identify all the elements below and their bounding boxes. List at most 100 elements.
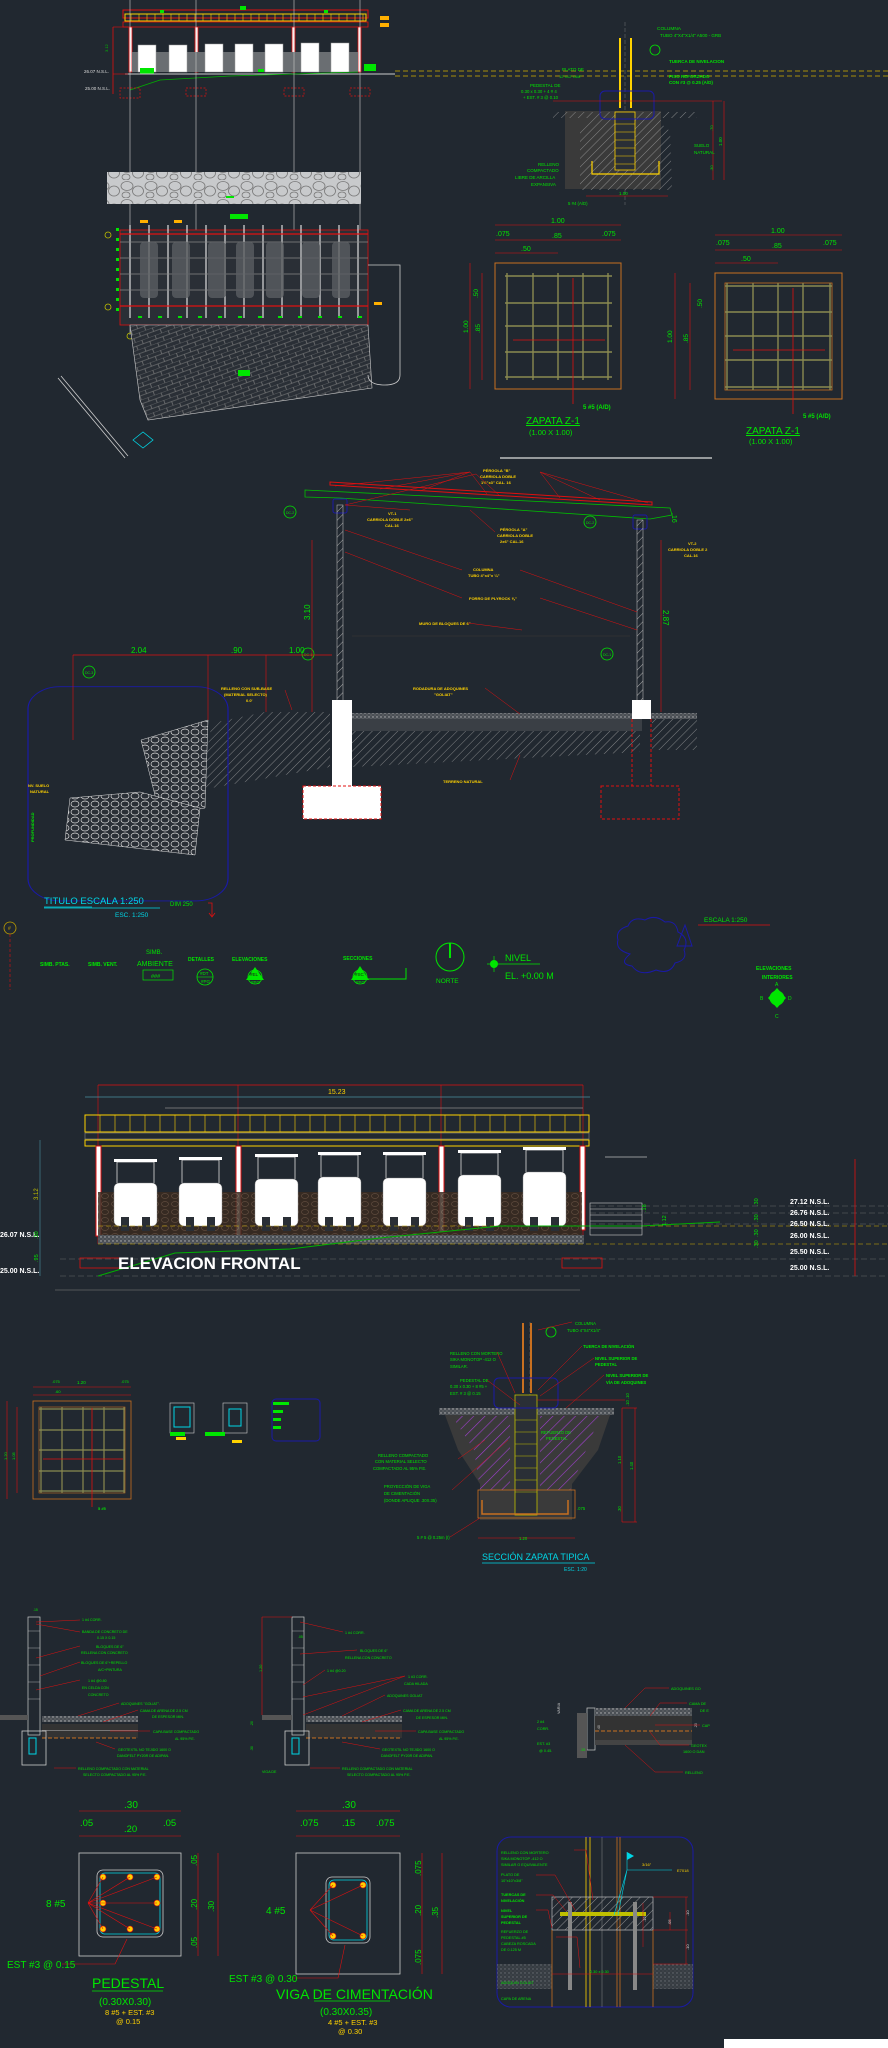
annotation-label: .30 (754, 1198, 760, 1206)
annotation-label: .12 (642, 1916, 647, 1922)
annotation-label: 1 #4 @0.80 (88, 1679, 107, 1683)
annotation-label: DE CIMENTACIÓN (384, 1491, 420, 1496)
annotation-label: COLUMNA (575, 1321, 596, 1326)
annotation-label: INTERIORES (762, 975, 793, 981)
annotation-label: COLUMNA (657, 26, 682, 32)
annotation-label: 5 #5 (A/D) (803, 414, 831, 420)
annotation-label: CAMA DE (689, 1702, 707, 1706)
annotation-label: #SC (355, 972, 365, 977)
annotation-label: .85 (475, 324, 482, 333)
annotation-label: 0.30 x 0.30 (590, 1970, 609, 1974)
annotation-label: PROFUNDIDAD (30, 812, 35, 842)
annotation-label: DANOFELT PY20R DE ADIPAN. (117, 1754, 169, 1758)
detalle-placa-base: 0.30 x 0.30 3/16" E7018 RELLENO CON MORT… (496, 1836, 888, 2048)
annotation-label: .30 (342, 1800, 356, 1811)
annotation-label: 4 #5 + EST. #3 (328, 2018, 377, 2027)
annotation-label: BLOQUES DE 6"+REPELLO (81, 1661, 128, 1665)
annotation-label: DANOFELT PY20R DE ADIPAN. (381, 1754, 433, 1758)
annotation-label: ### (151, 974, 161, 980)
annotation-label: D (788, 996, 792, 1002)
level-label: 26.07 N.S.L. (84, 69, 109, 74)
annotation-label: SECCIONES (343, 956, 373, 962)
annotation-label: .30 (754, 1240, 760, 1248)
annotation-label: 1 #3 CORR. (408, 1675, 428, 1679)
annotation-label: PÉRGOLA "B" (483, 468, 511, 473)
plan-top-section: 3.12 26.07 N.S.L. 25.00 N.S.L. (57, 0, 888, 459)
annotation-label: BLOQUES DE 6" (360, 1649, 388, 1653)
annotation-label: .30 (709, 165, 714, 171)
annotation-label: .075 (716, 240, 730, 247)
legend: TITULO ESCALA 1:250 ESC. 1:250 DIM 250 #… (3, 896, 793, 1020)
annotation-label: .05 (80, 1818, 93, 1829)
zapata-z1-right: 1.00 .075 .85 .075 .50 1.00 .85 .50 5 #5… (667, 228, 843, 446)
annotation-label: 1600 O DAN (683, 1750, 705, 1754)
annotation-label: # (8, 926, 11, 932)
annotation-label: TERRENO NATURAL (443, 779, 483, 784)
annotation-label: PISO REFORZADO (669, 74, 710, 79)
annotation-label: .05 (298, 1635, 303, 1639)
annotation-label: (1.00 X 1.00) (749, 437, 793, 446)
annotation-label: .10 .10 (625, 1393, 630, 1406)
annotation-label: 5 #4 (A/D) (568, 201, 588, 206)
annotation-label: 4 #5 (266, 1906, 286, 1917)
annotation-label: DC-2 (286, 511, 294, 515)
annotation-label: 1½"x3" CAL. 16 (481, 480, 512, 485)
annotation-label: EST. # 3 @ 0.15 (450, 1391, 481, 1396)
annotation-label: (0.30X0.35) (320, 2007, 372, 2018)
annotation-label: 1.00 (619, 191, 628, 196)
annotation-label: EL. +0.00 M (505, 971, 554, 981)
annotation-label: RELLENO COMPACTADO (378, 1453, 429, 1458)
annotation-label: ADOQUINES GO (671, 1687, 701, 1691)
annotation-label: TUBO 4"X4"X1/4" (567, 1328, 601, 1333)
annotation-label: @ 0.30 (338, 2027, 362, 2036)
annotation-label: 26.07 N.S.L. (0, 1232, 39, 1239)
annotation-label: #DT (200, 971, 209, 976)
annotation-label: PÉRGOLA "A" (500, 527, 528, 532)
annotation-label: ESCALA 1:250 (704, 917, 748, 924)
annotation-label: EXPANSIVA (531, 182, 556, 187)
annotation-label: .30 (124, 1800, 138, 1811)
annotation-label: 1.20 (259, 1665, 263, 1672)
annotation-label: CARRIOLA DOBLE (480, 474, 516, 479)
annotation-label: .075 (414, 1949, 423, 1965)
annotation-label: .05 (667, 1919, 672, 1925)
annotation-label: CAPA DE ARENA (501, 1997, 532, 2001)
annotation-label: CAL.16 (684, 553, 699, 558)
annotation-label: EN CELDA CON (82, 1686, 109, 1690)
annotation-label: .075 (52, 1379, 61, 1384)
annotation-label: .50 (741, 256, 751, 263)
annotation-label: C (775, 1014, 779, 1020)
annotation-label: @ 0.15 (116, 2017, 140, 2026)
zapata-title: ZAPATA Z-1 (746, 426, 800, 437)
annotation-label: .075 (300, 1818, 319, 1829)
annotation-label: SIMB. VENT. (88, 962, 118, 968)
annotation-label: DC-1 (603, 653, 611, 657)
annotation-label: SELECTO COMPACTADO AL 95% P.E. (347, 1773, 411, 1777)
annotation-label: 1.40 (629, 1461, 634, 1470)
annotation-label: DC-2 (586, 521, 594, 525)
annotation-label: .15 (580, 1748, 585, 1752)
annotation-label: .18 (642, 1204, 648, 1212)
annotation-label: AL 95% P.E. (439, 1737, 459, 1741)
annotation-label: VIGA DE (262, 1770, 277, 1774)
pedestal-title: PEDESTAL (92, 1975, 164, 1991)
annotation-label: ESC. 1:250 (115, 912, 149, 919)
annotation-label: 2.04 (131, 646, 147, 655)
annotation-label: REFUERZO DE (501, 1930, 529, 1934)
annotation-label: 8 #5 (46, 1899, 66, 1910)
section-title: SECCIÓN ZAPATA TIPICA (482, 1552, 589, 1562)
annotation-label: RELLENO CON SUB-BASE (221, 686, 272, 691)
annotation-label: 12"x12"x3/8" (559, 74, 582, 79)
annotation-label: 1 #4 @0.20 (327, 1669, 346, 1673)
annotation-label: GEOTEX (691, 1744, 707, 1748)
annotation-label: RELLENA CON CONCRETO (345, 1656, 392, 1660)
annotation-label: ADOQUINES GOLIAT (387, 1694, 423, 1698)
annotation-label: .075 (577, 1506, 586, 1511)
annotation-label: DE 0.125 M (501, 1948, 521, 1952)
annotation-label: .30 (617, 1506, 622, 1512)
annotation-label: CARRIOLA DOBLE 2x6" (367, 517, 413, 522)
annotation-label: 1.20 (77, 1380, 86, 1385)
annotation-label: .70 (709, 125, 714, 131)
annotation-label: RELLENO CON MORTERO (450, 1351, 503, 1356)
annotation-label: NIVEL SUPERIOR DE (595, 1356, 637, 1361)
